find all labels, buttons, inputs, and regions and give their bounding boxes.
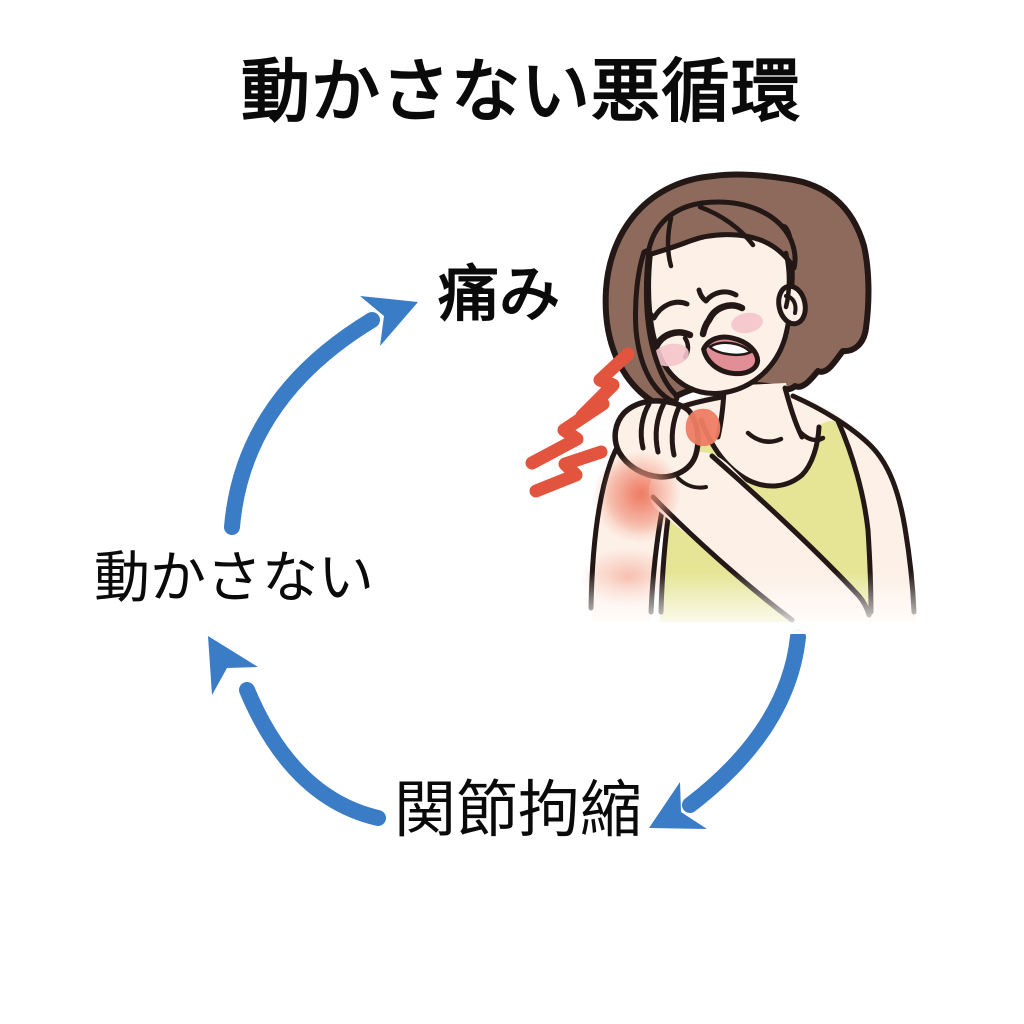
cycle-label-pain: 痛み bbox=[438, 260, 561, 328]
diagram-title: 動かさない悪循環 bbox=[241, 53, 801, 130]
pain-flash-icon bbox=[525, 347, 635, 498]
woman-shoulder-pain-illustration bbox=[500, 171, 950, 634]
hair-bangs bbox=[633, 199, 798, 404]
blush-right bbox=[731, 312, 763, 334]
arrow-not-moving-to-pain bbox=[224, 296, 418, 535]
cycle-label-joint-contracture: 関節拘縮 bbox=[394, 776, 643, 845]
blush-left bbox=[653, 343, 689, 367]
arrow-joint-contracture-to-not-moving bbox=[208, 636, 386, 826]
cycle-label-not-moving: 動かさない bbox=[94, 546, 374, 609]
grimacing-mouth bbox=[701, 334, 761, 377]
arrow-pain-to-joint-contracture bbox=[649, 629, 806, 829]
inflamed-shoulder-patch bbox=[685, 408, 721, 447]
illustration-fade bbox=[500, 572, 950, 634]
